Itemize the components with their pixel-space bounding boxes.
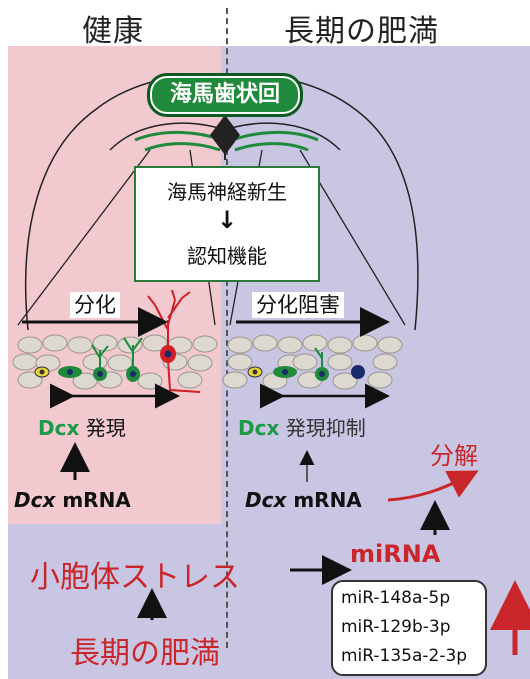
- dcx-mrna-right: Dcx mRNA: [245, 488, 362, 512]
- right-cell-layer: [222, 334, 403, 390]
- mirna-item: miR-129b-3p: [341, 617, 451, 637]
- healthy-panel: [8, 46, 221, 524]
- header-healthy: 健康: [82, 14, 144, 49]
- mirna-item: miR-148a-5p: [341, 588, 451, 608]
- dentate-gyrus-label: 海馬歯状回: [147, 73, 303, 117]
- dcx-gene-right: Dcx: [238, 416, 280, 440]
- bottom-left-panel: [8, 524, 221, 679]
- mirna-item: miR-135a-2-3p: [341, 646, 468, 666]
- dcx-mrna-left: Dcx mRNA: [14, 488, 131, 512]
- center-divider: [226, 8, 228, 648]
- dcx-expression-left: Dcx 発現: [38, 416, 126, 440]
- mirna-label: miRNA: [350, 540, 441, 568]
- dcx-gene-left: Dcx: [38, 416, 80, 440]
- dcx-expression-right: Dcx 発現抑制: [238, 416, 366, 440]
- cognition-text: 認知機能: [187, 244, 267, 268]
- neurogenesis-box: 海馬神経新生 ↓ 認知機能: [134, 166, 320, 282]
- header-obesity: 長期の肥満: [284, 14, 439, 49]
- neurogenesis-text: 海馬神経新生: [167, 180, 287, 204]
- differentiation-label: 分化: [70, 292, 120, 318]
- mirna-list-box: miR-148a-5p miR-129b-3p miR-135a-2-3p: [331, 580, 487, 676]
- left-cell-layer: [12, 334, 218, 390]
- obesity-label: 長期の肥満: [70, 636, 220, 671]
- er-stress-label: 小胞体ストレス: [30, 560, 240, 595]
- down-arrow: ↓: [216, 206, 238, 234]
- differentiation-inhibition-label: 分化阻害: [252, 292, 344, 318]
- degradation-label: 分解: [430, 442, 478, 470]
